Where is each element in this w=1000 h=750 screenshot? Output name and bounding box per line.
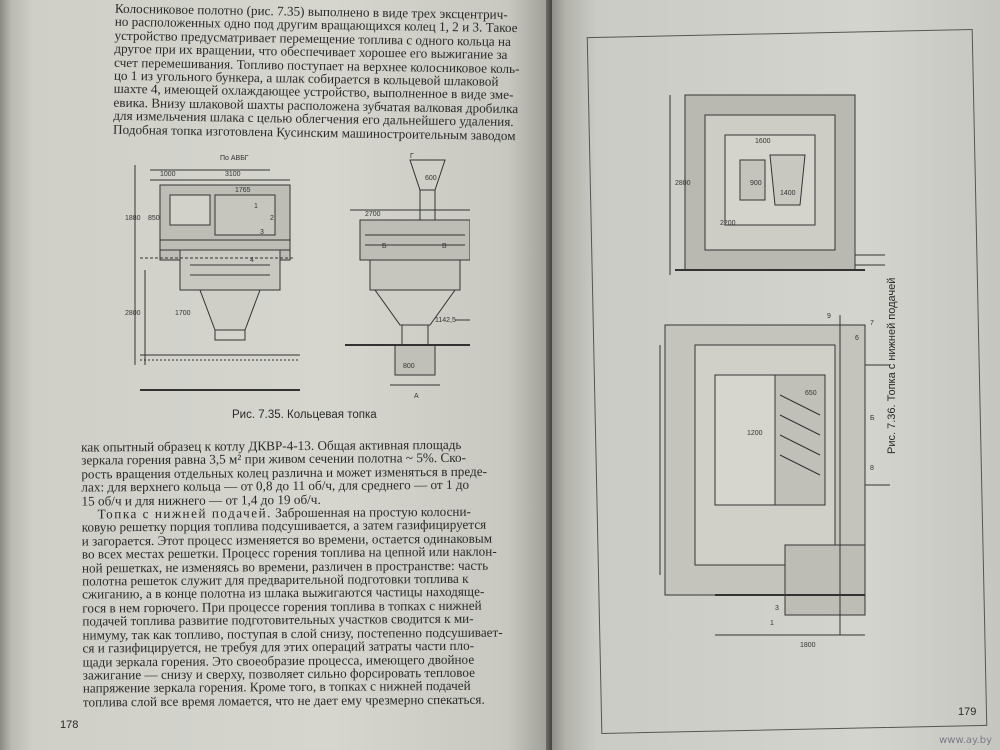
figure-label: 850 xyxy=(148,215,160,222)
watermark: www.ay.by xyxy=(939,735,992,746)
figure-label: 1 xyxy=(254,203,258,210)
figure-caption-right: Рис. 7.36. Топка с нижней подачей xyxy=(886,277,898,454)
figure-label: 2700 xyxy=(365,211,381,218)
figure-label: По АВБГ xyxy=(220,155,249,162)
figure-label: 1000 xyxy=(160,171,176,178)
figure-label: 1200 xyxy=(747,430,763,437)
figure-label: 8 xyxy=(870,465,874,472)
figure-label: 2 xyxy=(270,215,274,222)
figure-label: 650 xyxy=(805,390,817,397)
figure-label: 9 xyxy=(827,313,831,320)
figure-label: 3 xyxy=(260,229,264,236)
figure-label: 3 xyxy=(775,605,779,612)
figure-label: 7 xyxy=(870,320,874,327)
figure-label: 800 xyxy=(403,363,415,370)
figure-label: 900 xyxy=(750,180,762,187)
figure-label: 600 xyxy=(425,175,437,182)
text-line: топлива слой все время ломается, что не … xyxy=(82,691,485,710)
figure-label: А xyxy=(414,393,419,400)
figure-label: 2200 xyxy=(720,220,736,227)
figure-label: 1 xyxy=(770,620,774,627)
figure-caption: Рис. 7.35. Кольцевая топка xyxy=(232,409,377,421)
figure-label: 1600 xyxy=(755,138,771,145)
figure-label: 2800 xyxy=(125,310,141,317)
figure-label: В xyxy=(442,243,447,250)
top-paragraph: Колосниковое полотно (рис. 7.35) выполне… xyxy=(113,1,527,143)
figure-7-36: 1200 1800 2800 2200 900 1600 1400 650 8 … xyxy=(659,94,890,649)
page-number-left: 178 xyxy=(60,719,79,731)
figure-label: 6 xyxy=(855,335,859,342)
figure-label: 1800 xyxy=(800,642,816,649)
figure-label: 3100 xyxy=(225,171,241,178)
figure-label: Б xyxy=(382,243,387,250)
figure-label: 1880 xyxy=(125,215,141,222)
left-page: Колосниковое полотно (рис. 7.35) выполне… xyxy=(0,0,552,750)
figure-label: 1700 xyxy=(175,310,191,317)
figure-label: 1400 xyxy=(780,190,796,197)
figure-label: 4 xyxy=(250,257,254,264)
figure-label: Б xyxy=(870,415,875,422)
bottom-paragraph: как опытный образец к котлу ДКВР-4-13. О… xyxy=(81,437,519,710)
figure-label: Г xyxy=(410,153,414,160)
figure-label: 1765 xyxy=(235,187,251,194)
figure-7-35: По АВБГ 1000 3100 1765 1880 850 2800 170… xyxy=(125,153,470,400)
figure-label: 1142,5 xyxy=(435,317,456,324)
figure-label: 2800 xyxy=(675,180,691,187)
page-number-right: 179 xyxy=(958,706,977,718)
